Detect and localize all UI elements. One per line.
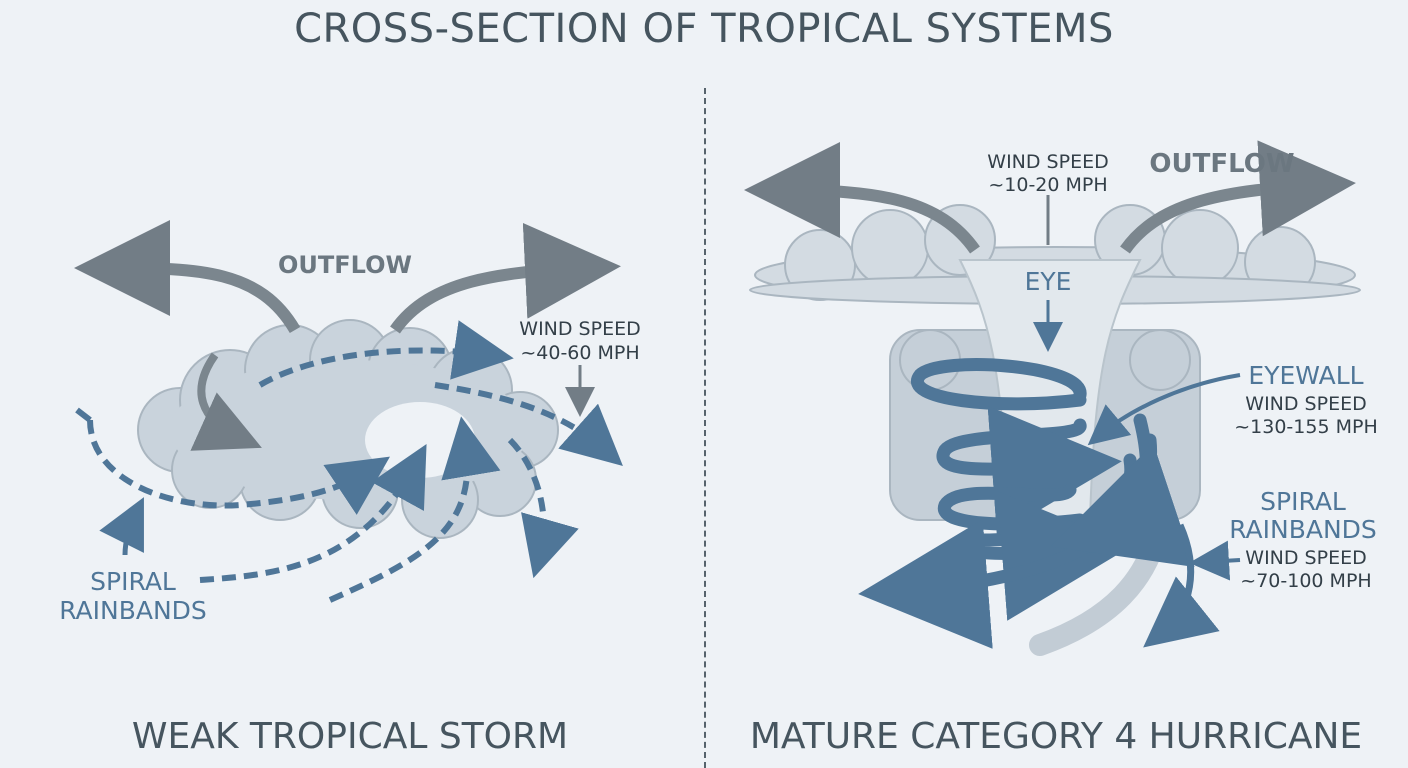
rainband-wind-pointer: [1189, 540, 1241, 581]
right-outflow-label: OUTFLOW: [1149, 149, 1294, 179]
rainband-pointer-arrow: [99, 497, 144, 556]
left-circulation-arrow: [190, 352, 262, 451]
left-wind-value: ~40-60 MPH: [520, 342, 639, 364]
eyewall-label: EYEWALL: [1248, 361, 1363, 390]
right-outflow-arrow-left: [744, 142, 980, 254]
right-panel-title: MATURE CATEGORY 4 HURRICANE: [749, 716, 1363, 757]
rainbands-wind-label: WIND SPEED: [1245, 547, 1366, 569]
spiral-arrow-top: [258, 320, 514, 388]
weak-storm-cloud: [137, 319, 559, 539]
weak-storm-center-clearing: [365, 402, 475, 478]
spiral-arrow-outer: [87, 419, 390, 515]
left-panel-title: WEAK TROPICAL STORM: [131, 716, 569, 757]
eyewall-wind-value: ~130-155 MPH: [1234, 416, 1377, 438]
spiral-arrow-down: [507, 437, 579, 579]
rainbands-wind-value: ~70-100 MPH: [1240, 570, 1371, 592]
left-rainbands-label-1: SPIRAL: [90, 567, 176, 596]
eye-label: EYE: [1025, 267, 1072, 296]
right-rainband-arrow: [1143, 523, 1220, 648]
left-wind-label: WIND SPEED: [519, 318, 640, 340]
right-rainbands-label-2: RAINBANDS: [1229, 515, 1377, 544]
left-rainbands-label-2: RAINBANDS: [59, 596, 207, 625]
right-outflow-arrow-right: [1120, 140, 1356, 254]
eye-wind-value: ~10-20 MPH: [988, 174, 1107, 196]
hurricane-anvil-cloud: [749, 204, 1361, 305]
spiral-arrow-rainband: [199, 443, 427, 583]
right-rainbands-label-1: SPIRAL: [1260, 487, 1346, 516]
left-outflow-arrow-left: [74, 220, 301, 334]
left-outflow-arrow-right: [390, 222, 621, 334]
diagram-title: CROSS-SECTION OF TROPICAL SYSTEMS: [294, 6, 1114, 52]
spiral-arrow-outer-tip: [75, 407, 92, 423]
left-outflow-label: OUTFLOW: [278, 251, 412, 279]
spiral-arrow-inner: [328, 416, 501, 603]
eyewall-wind-label: WIND SPEED: [1245, 393, 1366, 415]
panel-divider: [704, 88, 706, 768]
eyewall-spiral: [858, 358, 1195, 649]
eye-wind-label: WIND SPEED: [987, 151, 1108, 173]
spiral-arrow-right: [434, 382, 623, 466]
eyewall-pointer-arrow: [1087, 373, 1241, 446]
